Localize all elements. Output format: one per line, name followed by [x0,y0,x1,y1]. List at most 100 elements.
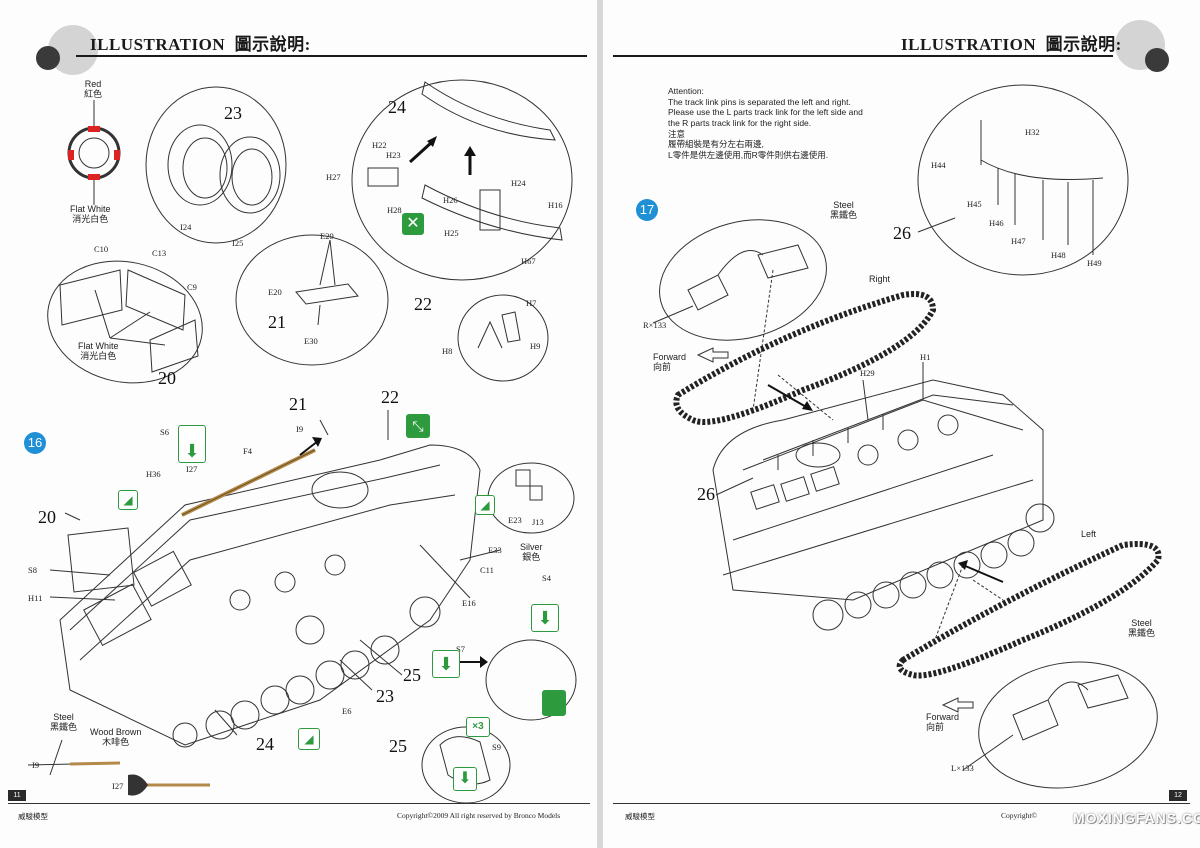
right-track-label: Right [869,274,891,284]
page-header-title: ILLUSTRATION 圖示說明: [90,35,311,54]
part-h49: H49 [1087,258,1102,268]
page-header-title-right: ILLUSTRATION 圖示說明: [901,35,1122,54]
part-i9-tool: I9 [32,760,40,770]
quantity-x3-badge: ×3 [466,717,490,737]
part-s9: S9 [492,742,501,752]
step-23-hull-label: 23 [376,686,394,706]
part-h29: H29 [860,368,875,378]
step-26-bubble-label: 26 [893,223,911,243]
part-c13: C13 [152,248,167,258]
part-e20: E20 [268,287,282,297]
part-i25: I25 [232,238,244,248]
part-h45: H45 [967,199,982,209]
glue-icon: ✕ [402,213,424,235]
bend-s7-icon: ⬇ [432,650,460,678]
part-s8: S8 [28,565,37,575]
step-17-badge: 17 [636,199,658,221]
part-e16: E16 [462,598,476,608]
instruction-page-right: ILLUSTRATION 圖示說明: Attention: The track … [603,0,1200,848]
bend-s9-icon: ⬇ [453,767,477,791]
step-22-hull-label: 22 [381,387,399,407]
part-i9: I9 [296,424,304,434]
step-20-hull-label: 20 [38,507,56,527]
part-c9: C9 [187,282,197,292]
part-h26: H26 [443,195,458,205]
part-h25: H25 [444,228,459,238]
part-h44: H44 [931,160,946,170]
step-21-label: 21 [268,312,286,332]
step-25-detail-label: 25 [389,736,407,756]
step-24-label: 24 [388,97,406,117]
page-gutter [597,0,603,848]
remove-part-icon: ⤡ [406,414,430,438]
part-s4: S4 [542,573,551,583]
right-page-diagram [652,84,1162,789]
part-c10: C10 [94,244,109,254]
part-e30: E30 [304,336,318,346]
part-h48: H48 [1051,250,1066,260]
part-h27: H27 [326,172,341,182]
part-h28: H28 [387,205,402,215]
part-s6: S6 [160,427,169,437]
step-24-hull-label: 24 [256,734,274,754]
part-l-x133: L×133 [951,763,974,773]
bend-s4-icon: ⬇ [531,604,559,632]
header-rule-right [613,55,1113,57]
part-h24: H24 [511,178,526,188]
part-i24: I24 [180,222,192,232]
footer-copyright-right: Copyright© [1001,811,1038,820]
part-h23: H23 [386,150,401,160]
part-h16: H16 [548,200,563,210]
part-h67: H67 [521,256,536,266]
left-page-diagram [27,79,577,804]
part-h46: H46 [989,218,1004,228]
part-h1: H1 [920,352,931,362]
part-f4: F4 [243,446,252,456]
page-number-left: 11 [8,790,26,801]
drill-icon-3: ◢ [298,728,320,750]
step-25-hull-label: 25 [403,665,421,685]
part-e23: E23 [508,515,522,525]
footer-rule-right [613,803,1190,804]
part-c11: C11 [480,565,494,575]
part-s7: S7 [456,644,465,654]
watermark-logo: MOXINGFANS.COM [1073,810,1200,826]
step-16-badge: 16 [24,432,46,454]
part-i27-tool: I27 [112,781,124,791]
part-e33: E33 [488,545,502,555]
step-21-hull-label: 21 [289,394,307,414]
footer-brand-left: 威駿模型 [18,812,48,821]
header-rule [76,55,587,57]
instruction-page-left: ILLUSTRATION 圖示說明: [0,0,597,848]
step-23-label: 23 [224,103,242,123]
header-decor-dot [36,46,60,70]
part-r-x133: R×133 [643,320,667,330]
header-decor-dot-right [1145,48,1169,72]
part-e6: E6 [342,706,352,716]
part-e29: E29 [320,231,334,241]
step-22-label: 22 [414,294,432,314]
page-number-right: 12 [1169,790,1187,801]
footer-rule-left [8,803,590,804]
part-h32: H32 [1025,127,1040,137]
drill-icon-2: ◢ [475,495,495,515]
part-j13: J13 [532,517,544,527]
drill-icon: ◢ [118,490,138,510]
attention-note: Attention: The track link pins is separa… [668,86,863,160]
footer-brand-right: 威駿模型 [625,812,655,821]
part-h22: H22 [372,140,387,150]
footer-copyright-left: Copyright©2009 All right reserved by Bro… [397,811,561,820]
part-h7: H7 [526,298,537,308]
left-track-label: Left [1081,529,1097,539]
bend-s6-icon: ⬇ [178,425,206,463]
photo-etch-icon [542,690,566,716]
